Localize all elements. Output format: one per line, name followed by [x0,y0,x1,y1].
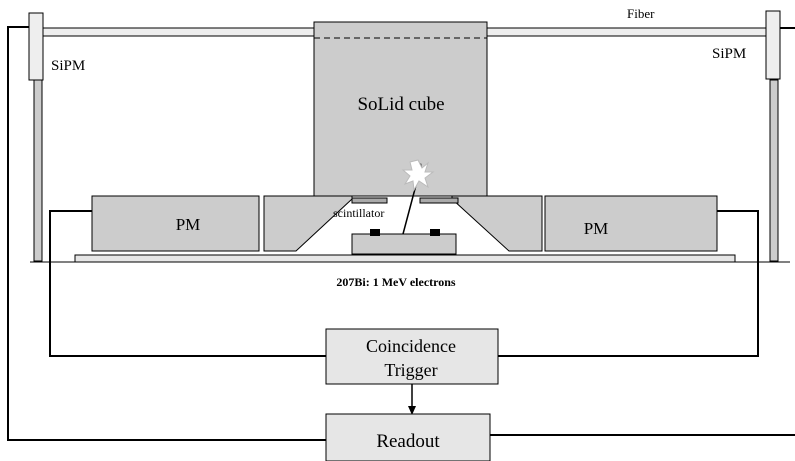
pm-left-box [91,195,260,252]
scintillator-strip-left [351,197,388,204]
sipm-left-readout-wire [7,26,326,441]
source-pad-right [430,229,440,236]
sipm-left-label: SiPM [51,58,85,74]
source-holder [351,233,457,255]
solid-cube-label: SoLid cube [357,94,444,115]
base-plate [74,254,736,263]
light-flash-icon [401,159,435,192]
trigger-readout-arrowhead [408,406,416,415]
pm-left-label: PM [176,215,201,234]
solid-cube [313,21,488,197]
pm-right-box [544,195,718,252]
sipm-right-label: SiPM [712,46,746,62]
fiber-label: Fiber [627,6,655,21]
pm-right-trigger-wire [498,210,759,357]
sipm-left [28,12,44,81]
source-label: 207Bi: 1 MeV electrons [336,275,456,289]
sipm-right [765,10,781,80]
rod-right [769,79,779,262]
pm-right-label: PM [584,219,609,238]
readout-box [325,413,491,461]
light-guide-right [451,195,543,252]
source-pad-left [370,229,380,236]
scintillator-label: scintillator [333,206,384,220]
readout-label: Readout [376,431,440,452]
scintillator-strip-right [419,197,459,204]
coincidence-label-line1: Coincidence [366,336,456,356]
pm-left-trigger-wire [49,210,326,357]
rod-left [33,79,43,262]
coincidence-label-line2: Trigger [384,360,437,380]
light-guide-left [263,195,353,252]
